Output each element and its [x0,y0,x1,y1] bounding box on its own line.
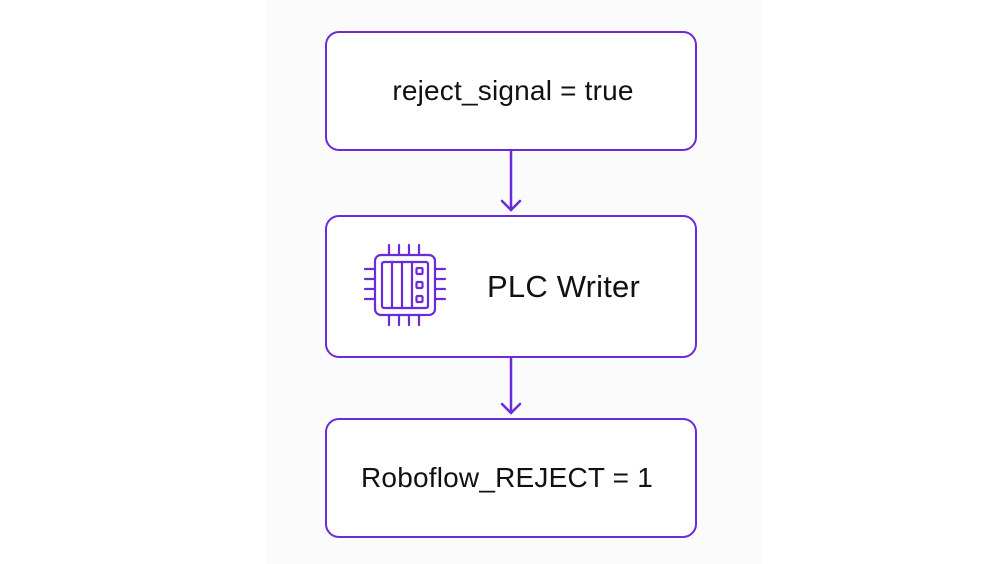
node-roboflow-reject: Roboflow_REJECT = 1 [325,418,697,538]
node-plc-writer-label: PLC Writer [487,268,641,304]
node-reject-signal-label: reject_signal = true [392,75,634,106]
node-roboflow-reject-label: Roboflow_REJECT = 1 [361,462,653,493]
node-reject-signal: reject_signal = true [325,31,697,151]
plc-chip-icon [363,243,447,327]
node-plc-writer: PLC Writer [325,215,697,358]
